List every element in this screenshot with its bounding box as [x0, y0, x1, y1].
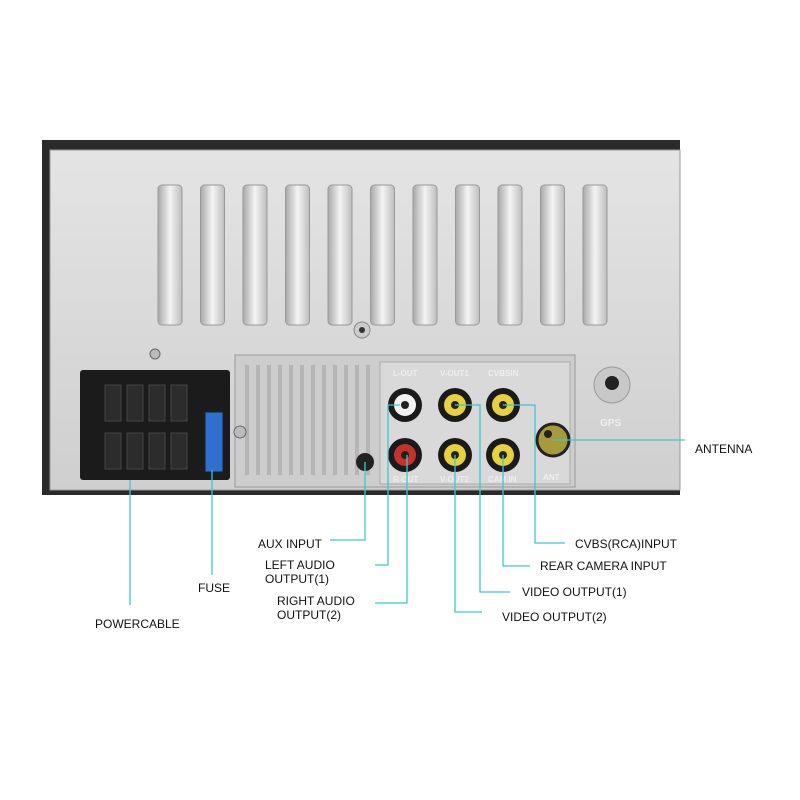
vent-groove — [278, 365, 282, 475]
label-video-output-1: VIDEO OUTPUT(1) — [522, 585, 627, 599]
fin — [412, 184, 438, 326]
connector-pin-slot — [170, 432, 188, 470]
label-cvbs-input: CVBS(RCA)INPUT — [575, 537, 678, 551]
vent-groove — [289, 365, 293, 475]
vent-groove — [245, 365, 249, 475]
label-line: RIGHT AUDIO — [277, 594, 355, 608]
label-antenna: ANTENNA — [695, 442, 753, 456]
label-line: LEFT AUDIO — [265, 558, 335, 572]
ground-screw — [233, 425, 247, 439]
label-powercable: POWERCABLE — [95, 617, 180, 631]
connector-pin-slot — [126, 384, 144, 422]
fin — [285, 184, 310, 326]
fin — [370, 184, 395, 326]
connector-pin-slot — [148, 384, 166, 422]
vent-groove — [300, 365, 304, 475]
connector-pin-slot — [104, 384, 122, 422]
vent-groove — [322, 365, 326, 475]
fuse — [204, 411, 224, 473]
vent-groove — [344, 365, 348, 475]
cooling-fins — [157, 184, 608, 326]
fin — [455, 184, 480, 326]
connector-pin-slot — [126, 432, 144, 470]
fin — [242, 184, 268, 326]
v-out1-marking: V-OUT1 — [440, 369, 469, 378]
label-line: OUTPUT(2) — [277, 608, 341, 622]
cam-in-marking: CAM IN — [488, 475, 517, 484]
connector-pin-slot — [148, 432, 166, 470]
r-out-marking: R-OUT — [393, 475, 418, 484]
fin — [327, 184, 353, 326]
leader-lines — [129, 404, 685, 613]
vent-groove — [355, 365, 359, 475]
fin — [497, 184, 523, 326]
vent-groove — [311, 365, 315, 475]
cvbsin-marking: CVBSIN — [488, 369, 518, 378]
fin — [157, 184, 183, 326]
vent-groove — [267, 365, 271, 475]
fin — [540, 184, 565, 326]
label-aux-input: AUX INPUT — [258, 537, 323, 551]
label-fuse: FUSE — [198, 581, 231, 595]
l-out-marking: L-OUT — [393, 369, 418, 378]
gps-marking: GPS — [600, 418, 621, 429]
connector-pin-slot — [170, 384, 188, 422]
vent-grooves — [245, 365, 370, 475]
label-video-output-2: VIDEO OUTPUT(2) — [502, 610, 607, 624]
vent-groove — [366, 365, 370, 475]
fin — [582, 184, 608, 326]
label-rear-camera: REAR CAMERA INPUT — [540, 559, 667, 573]
connector-pin-slot — [104, 432, 122, 470]
ant-marking: ANT — [543, 473, 560, 482]
vent-groove — [333, 365, 337, 475]
label-line: OUTPUT(1) — [265, 572, 329, 586]
fin — [200, 184, 225, 326]
vent-groove — [256, 365, 260, 475]
